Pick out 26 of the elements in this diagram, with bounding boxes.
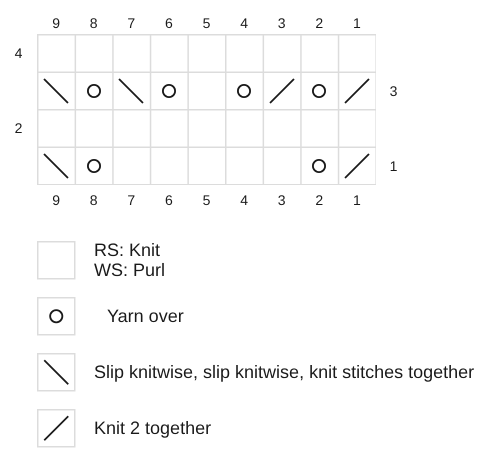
legend-label: Slip knitwise, slip knitwise, knit stitches together (94, 362, 474, 382)
column-number: 5 (202, 192, 210, 208)
column-number: 9 (52, 192, 60, 208)
legend-label: RS: Knit WS: Purl (94, 240, 166, 280)
column-number: 3 (278, 15, 286, 31)
column-number: 6 (165, 192, 173, 208)
legend-label: Knit 2 together (94, 418, 212, 438)
row-number: 1 (390, 158, 398, 174)
column-number: 9 (52, 15, 60, 31)
row-number: 3 (390, 82, 398, 99)
column-number: 5 (202, 15, 210, 31)
column-number: 1 (353, 15, 361, 31)
row-number: 4 (14, 45, 22, 62)
column-number: 8 (90, 15, 98, 31)
column-number: 3 (278, 192, 286, 208)
column-number: 1 (353, 192, 361, 208)
column-number: 7 (127, 15, 136, 31)
column-number: 4 (240, 15, 248, 31)
column-number: 6 (165, 15, 173, 31)
column-number: 2 (315, 15, 324, 31)
legend-label: Yarn over (107, 306, 184, 326)
row-number: 2 (14, 120, 22, 136)
column-number: 8 (90, 192, 98, 208)
column-number: 4 (240, 192, 248, 208)
column-number: 2 (315, 192, 324, 208)
column-number: 7 (127, 192, 136, 208)
